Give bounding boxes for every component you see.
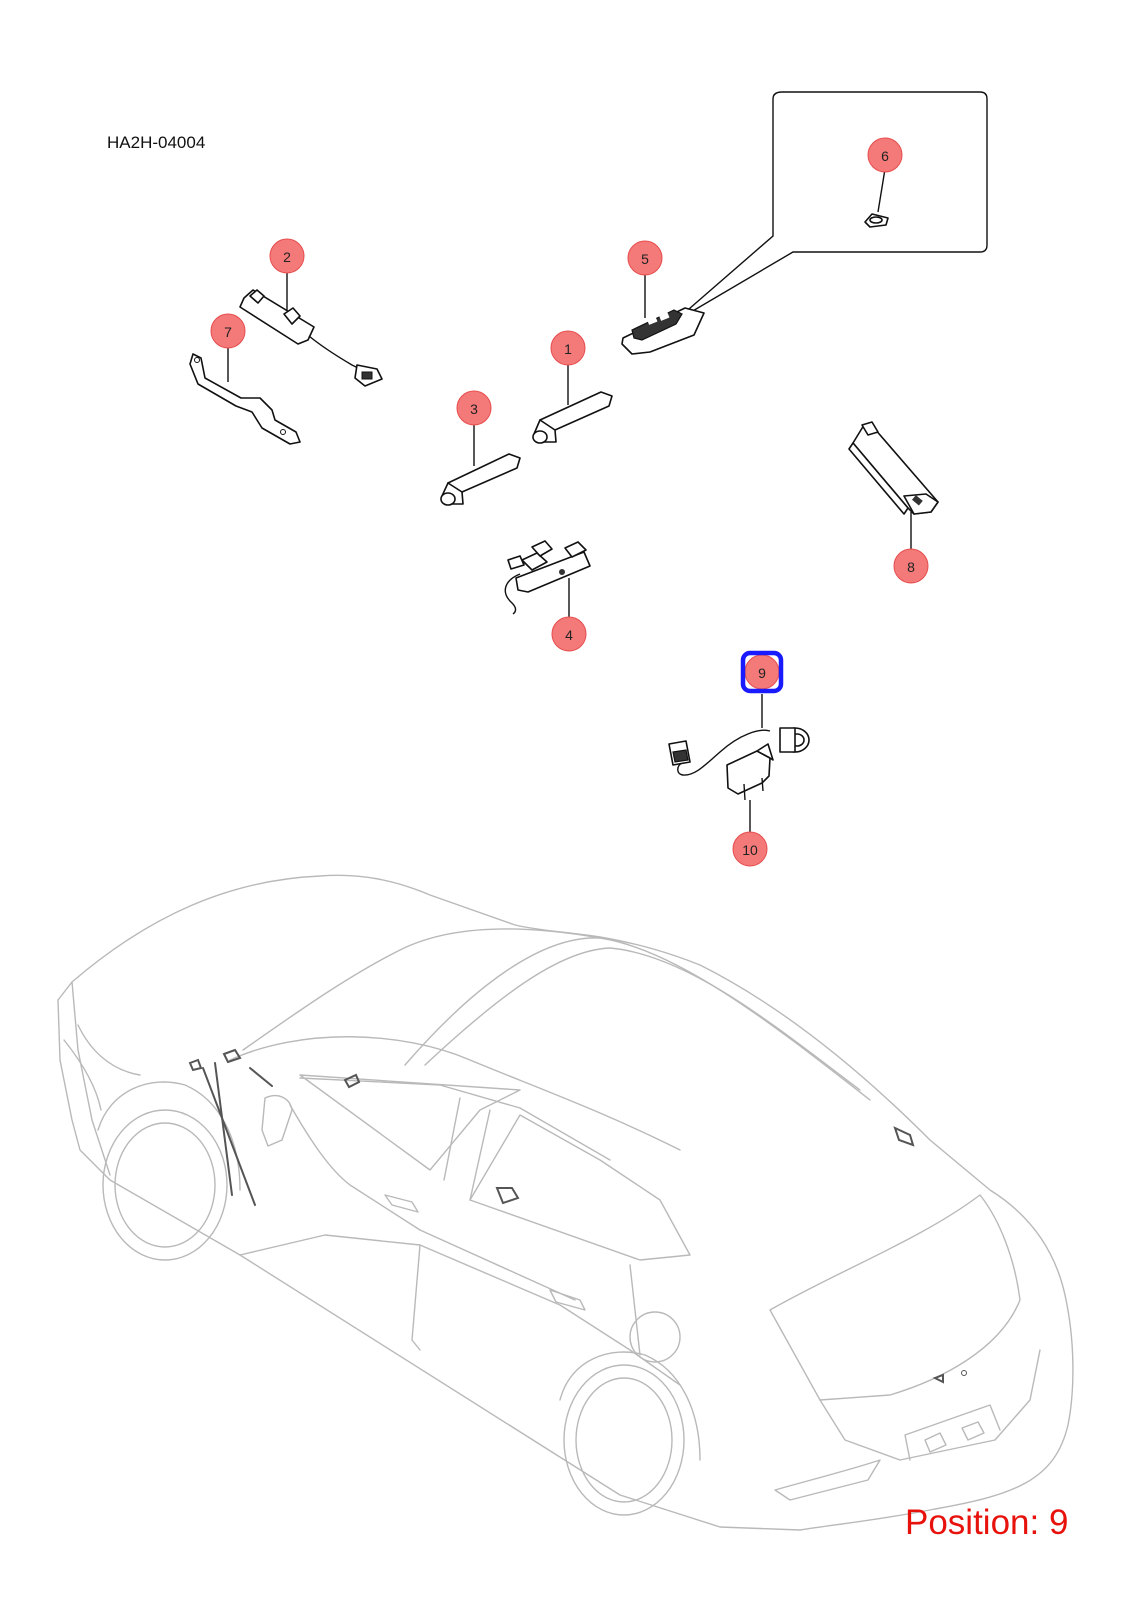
callout-6-label: 6	[881, 148, 889, 164]
callout-4-label: 4	[565, 627, 573, 643]
part-4-sensor	[504, 540, 591, 615]
selection-highlight	[740, 650, 784, 694]
position-label: Position: 9	[905, 1503, 1069, 1542]
diagram-code: HA2H-04004	[107, 133, 206, 152]
callout-7-label: 7	[224, 324, 232, 340]
part-7-bracket	[189, 353, 301, 445]
part-3-antenna	[440, 453, 521, 506]
callout-1[interactable]: 1	[550, 330, 586, 366]
inset-box	[673, 91, 988, 323]
callout-8-label: 8	[907, 559, 915, 575]
callout-8[interactable]: 8	[893, 548, 929, 584]
callout-1-label: 1	[564, 341, 572, 357]
callout-4[interactable]: 4	[551, 616, 587, 652]
part-10-bracket	[726, 743, 774, 801]
callout-3[interactable]: 3	[456, 390, 492, 426]
callout-10-label: 10	[742, 842, 758, 858]
callout-2-label: 2	[283, 249, 291, 265]
callout-9-label: 9	[758, 665, 766, 681]
part-1-antenna	[532, 391, 613, 444]
callout-7[interactable]: 7	[210, 313, 246, 349]
part-5-smart-key	[621, 307, 705, 355]
callout-6[interactable]: 6	[867, 137, 903, 173]
part-8-module	[848, 421, 939, 515]
callout-5-label: 5	[641, 251, 649, 267]
callout-10[interactable]: 10	[732, 831, 768, 867]
callout-9[interactable]: 9	[740, 650, 784, 694]
callout-5[interactable]: 5	[627, 240, 663, 276]
callout-3-label: 3	[470, 401, 478, 417]
part-6-clip	[864, 213, 889, 228]
car-illustration	[57, 874, 1074, 1531]
part-2-antenna	[239, 289, 383, 387]
part-9-switch	[668, 727, 810, 776]
callout-2[interactable]: 2	[269, 238, 305, 274]
